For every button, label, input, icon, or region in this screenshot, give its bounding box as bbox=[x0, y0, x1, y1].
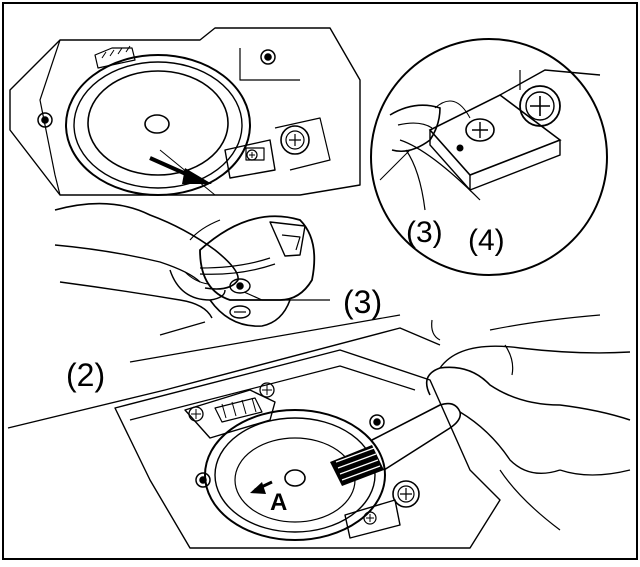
inset-detail bbox=[370, 38, 608, 276]
part-label-2: (2) bbox=[66, 357, 105, 393]
bottom-hook-area bbox=[7, 314, 631, 549]
part-label-3: (3) bbox=[343, 284, 382, 320]
hand-with-bobbin-case bbox=[54, 202, 401, 363]
point-label-a: A bbox=[270, 489, 287, 516]
inset-label-4: (4) bbox=[468, 224, 505, 257]
inset-label-3: (3) bbox=[406, 216, 443, 249]
top-bobbin-assembly bbox=[9, 27, 361, 196]
